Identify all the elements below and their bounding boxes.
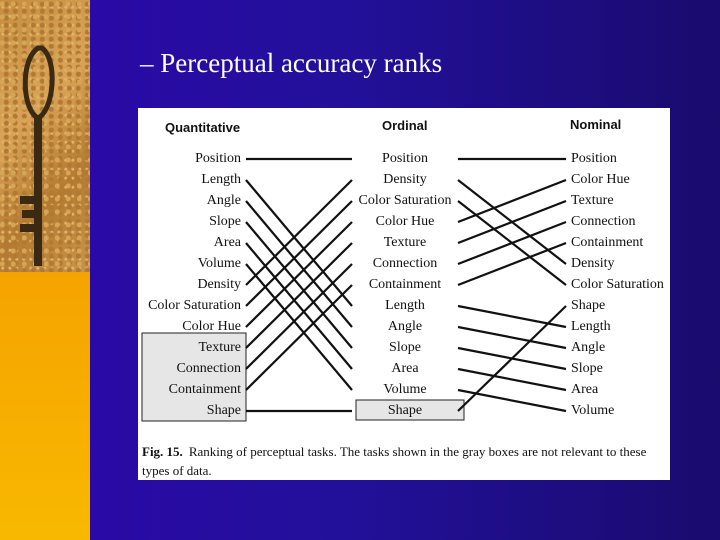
ordinal-label-11: Volume [383, 382, 427, 397]
ordinal-label-2: Color Saturation [358, 193, 452, 208]
header-nominal: Nominal [570, 117, 622, 132]
link-q-o-7 [245, 200, 353, 307]
ordinal-label-8: Angle [387, 319, 423, 334]
link-o-n-7 [457, 304, 567, 329]
quantitative-label-0: Position [195, 151, 241, 166]
quantitative-label-11: Containment [168, 382, 241, 397]
ordinal-label-5: Connection [372, 256, 438, 271]
link-o-n-3 [457, 178, 567, 224]
ordinal-label-9: Slope [389, 340, 421, 355]
gray-box-quantitative [141, 332, 247, 422]
connection-lines [141, 157, 567, 422]
link-q-o-3 [245, 221, 353, 349]
nominal-label-6: Color Saturation [571, 277, 664, 292]
key-photo [0, 0, 90, 272]
ordinal-label-12: Shape [387, 403, 423, 418]
link-o-n-5 [457, 220, 567, 266]
nominal-label-0: Position [571, 151, 617, 166]
link-o-n-4 [457, 199, 567, 245]
link-o-n-8 [457, 325, 567, 350]
nominal-label-5: Density [571, 256, 615, 271]
link-q-o-11 [245, 284, 353, 391]
link-o-n-11 [457, 388, 567, 413]
link-q-o-4 [245, 242, 353, 370]
nominal-label-10: Slope [571, 361, 603, 376]
link-q-o-9 [245, 242, 353, 349]
link-o-n-12 [457, 305, 567, 412]
quantitative-label-2: Angle [206, 193, 241, 208]
slide-title: – Perceptual accuracy ranks [140, 48, 443, 78]
ordinal-label-0: Position [382, 151, 428, 166]
caption-label: Fig. 15. [142, 444, 183, 459]
ordinal-label-7: Length [385, 298, 425, 313]
ordinal-label-3: Color Hue [375, 214, 435, 229]
nominal-label-1: Color Hue [571, 172, 630, 187]
ordinal-label-6: Containment [368, 277, 442, 292]
orange-strip [0, 272, 90, 540]
quantitative-label-3: Slope [209, 214, 241, 229]
header-ordinal: Ordinal [382, 118, 428, 133]
nominal-label-2: Texture [571, 193, 614, 208]
quantitative-label-7: Color Saturation [148, 298, 241, 313]
quantitative-label-6: Density [197, 277, 241, 292]
gray-box-ordinal [355, 399, 465, 421]
quantitative-label-5: Volume [197, 256, 241, 271]
quantitative-label-12: Shape [206, 403, 241, 418]
link-o-n-6 [457, 241, 567, 287]
nominal-label-3: Connection [571, 214, 636, 229]
figure-caption: Fig. 15.Ranking of perceptual tasks. The… [142, 442, 670, 480]
link-q-o-2 [245, 200, 353, 328]
nominal-label-11: Area [571, 382, 599, 397]
nominal-label-12: Volume [571, 403, 615, 418]
nominal-label-9: Angle [571, 340, 606, 355]
quantitative-label-10: Connection [176, 361, 241, 376]
ordinal-label-1: Density [383, 172, 427, 187]
header-quantitative: Quantitative [165, 120, 241, 135]
quantitative-label-4: Area [213, 235, 241, 250]
link-q-o-10 [245, 263, 353, 370]
quantitative-label-1: Length [201, 172, 241, 187]
key-icon [20, 45, 55, 266]
quantitative-label-8: Color Hue [182, 319, 241, 334]
link-q-o-5 [245, 263, 353, 391]
link-q-o-6 [245, 179, 353, 286]
ordinal-label-4: Texture [383, 235, 427, 250]
nominal-label-4: Containment [571, 235, 644, 250]
link-q-o-1 [245, 179, 353, 307]
link-o-n-10 [457, 367, 567, 392]
caption-text: Ranking of perceptual tasks. The tasks s… [142, 444, 647, 478]
nominal-label-8: Length [571, 319, 611, 334]
quantitative-label-9: Texture [198, 340, 241, 355]
ordinal-label-10: Area [391, 361, 419, 376]
nominal-label-7: Shape [571, 298, 606, 313]
link-q-o-8 [245, 221, 353, 328]
